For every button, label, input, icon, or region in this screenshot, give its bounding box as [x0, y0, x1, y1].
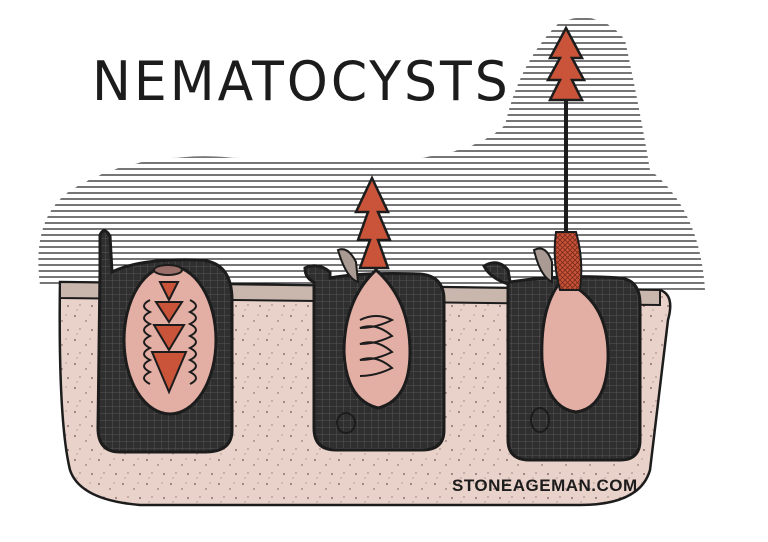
coiled-nematocyst-icon — [96, 229, 234, 454]
discharged-nematocyst-icon — [482, 25, 642, 462]
site-credit: STONEAGEMAN.COM — [452, 476, 638, 495]
water-background — [38, 17, 706, 290]
triggered-nematocyst-icon — [303, 175, 446, 452]
page-title: NEMATOCYSTS — [92, 50, 511, 114]
